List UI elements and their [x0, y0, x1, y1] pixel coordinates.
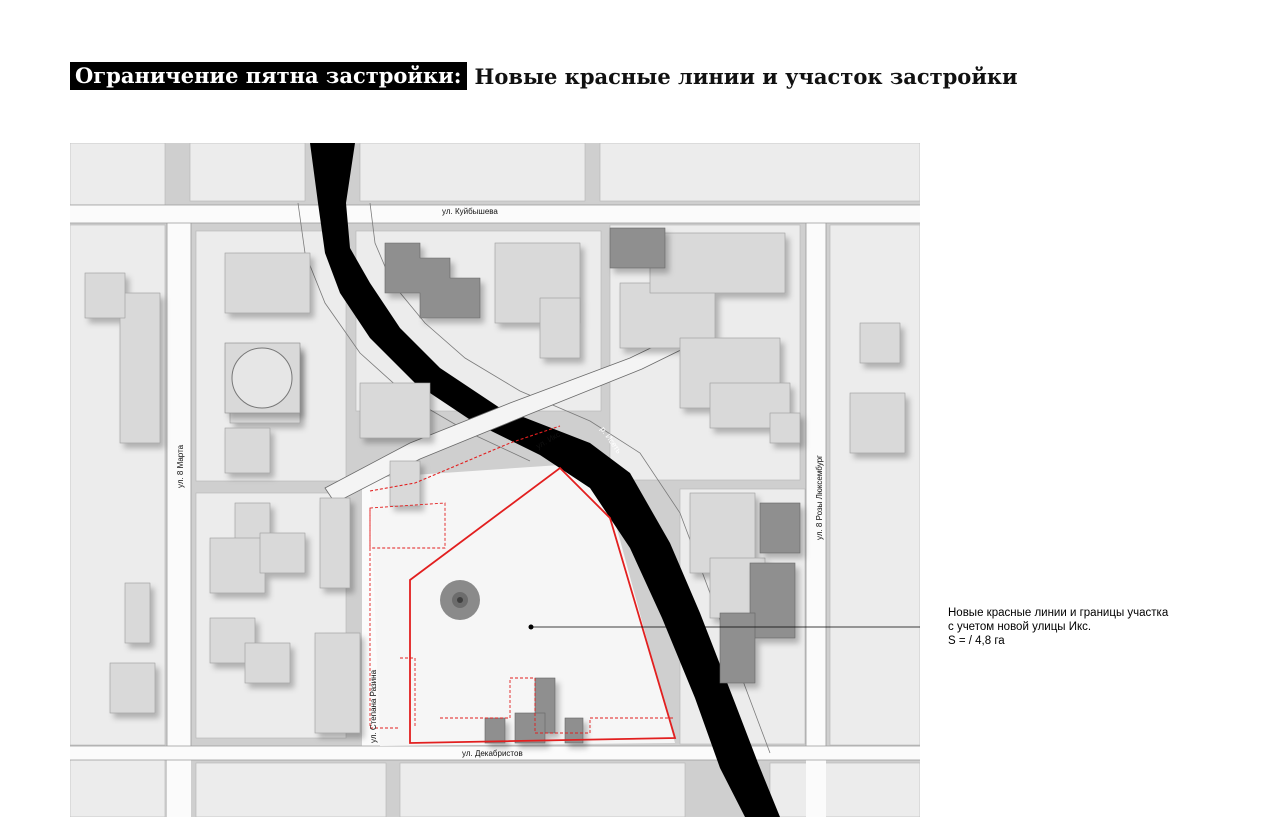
- callout-line-1: Новые красные линии и границы участка: [948, 607, 1169, 619]
- label-8-marta: ул. 8 Марта: [176, 444, 185, 488]
- label-stepana-razina: ул. Степана Разина: [369, 669, 378, 743]
- road-edges: [70, 204, 920, 761]
- site-area: [370, 465, 675, 746]
- fountain-icon: [440, 580, 480, 620]
- label-dekabristov: ул. Декабристов: [462, 749, 523, 758]
- old-red-lines: [369, 502, 675, 734]
- red-line-street: [369, 425, 561, 492]
- roads: [70, 205, 920, 817]
- new-red-line-boundary: [409, 466, 677, 744]
- callout-line-2: с учетом новой улицы Икс.: [948, 621, 1092, 633]
- river-iset: [310, 143, 780, 817]
- title-highlight: Ограничение пятна застройки:: [70, 62, 467, 90]
- city-blocks: [70, 143, 920, 817]
- site-plan-map: ул. Куйбышева ул. 8 Марта ул. 8 Розы Люк…: [70, 143, 920, 817]
- page-title: Ограничение пятна застройки: Новые красн…: [70, 62, 1018, 90]
- callout-line-3: S = / 4,8 га: [948, 635, 1005, 647]
- circus-building: [224, 342, 301, 414]
- dark-buildings: [384, 227, 801, 744]
- label-rozy-luxemburg: ул. 8 Розы Люксембург: [815, 455, 824, 540]
- title-rest: Новые красные линии и участок застройки: [474, 63, 1018, 89]
- label-kuibysheva: ул. Куйбышева: [442, 207, 498, 216]
- callout-pointer: [528, 624, 920, 630]
- callout-text: Новые красные линии и границы участка с …: [948, 606, 1168, 648]
- map-svg: ул. Куйбышева ул. 8 Марта ул. 8 Розы Люк…: [70, 143, 920, 817]
